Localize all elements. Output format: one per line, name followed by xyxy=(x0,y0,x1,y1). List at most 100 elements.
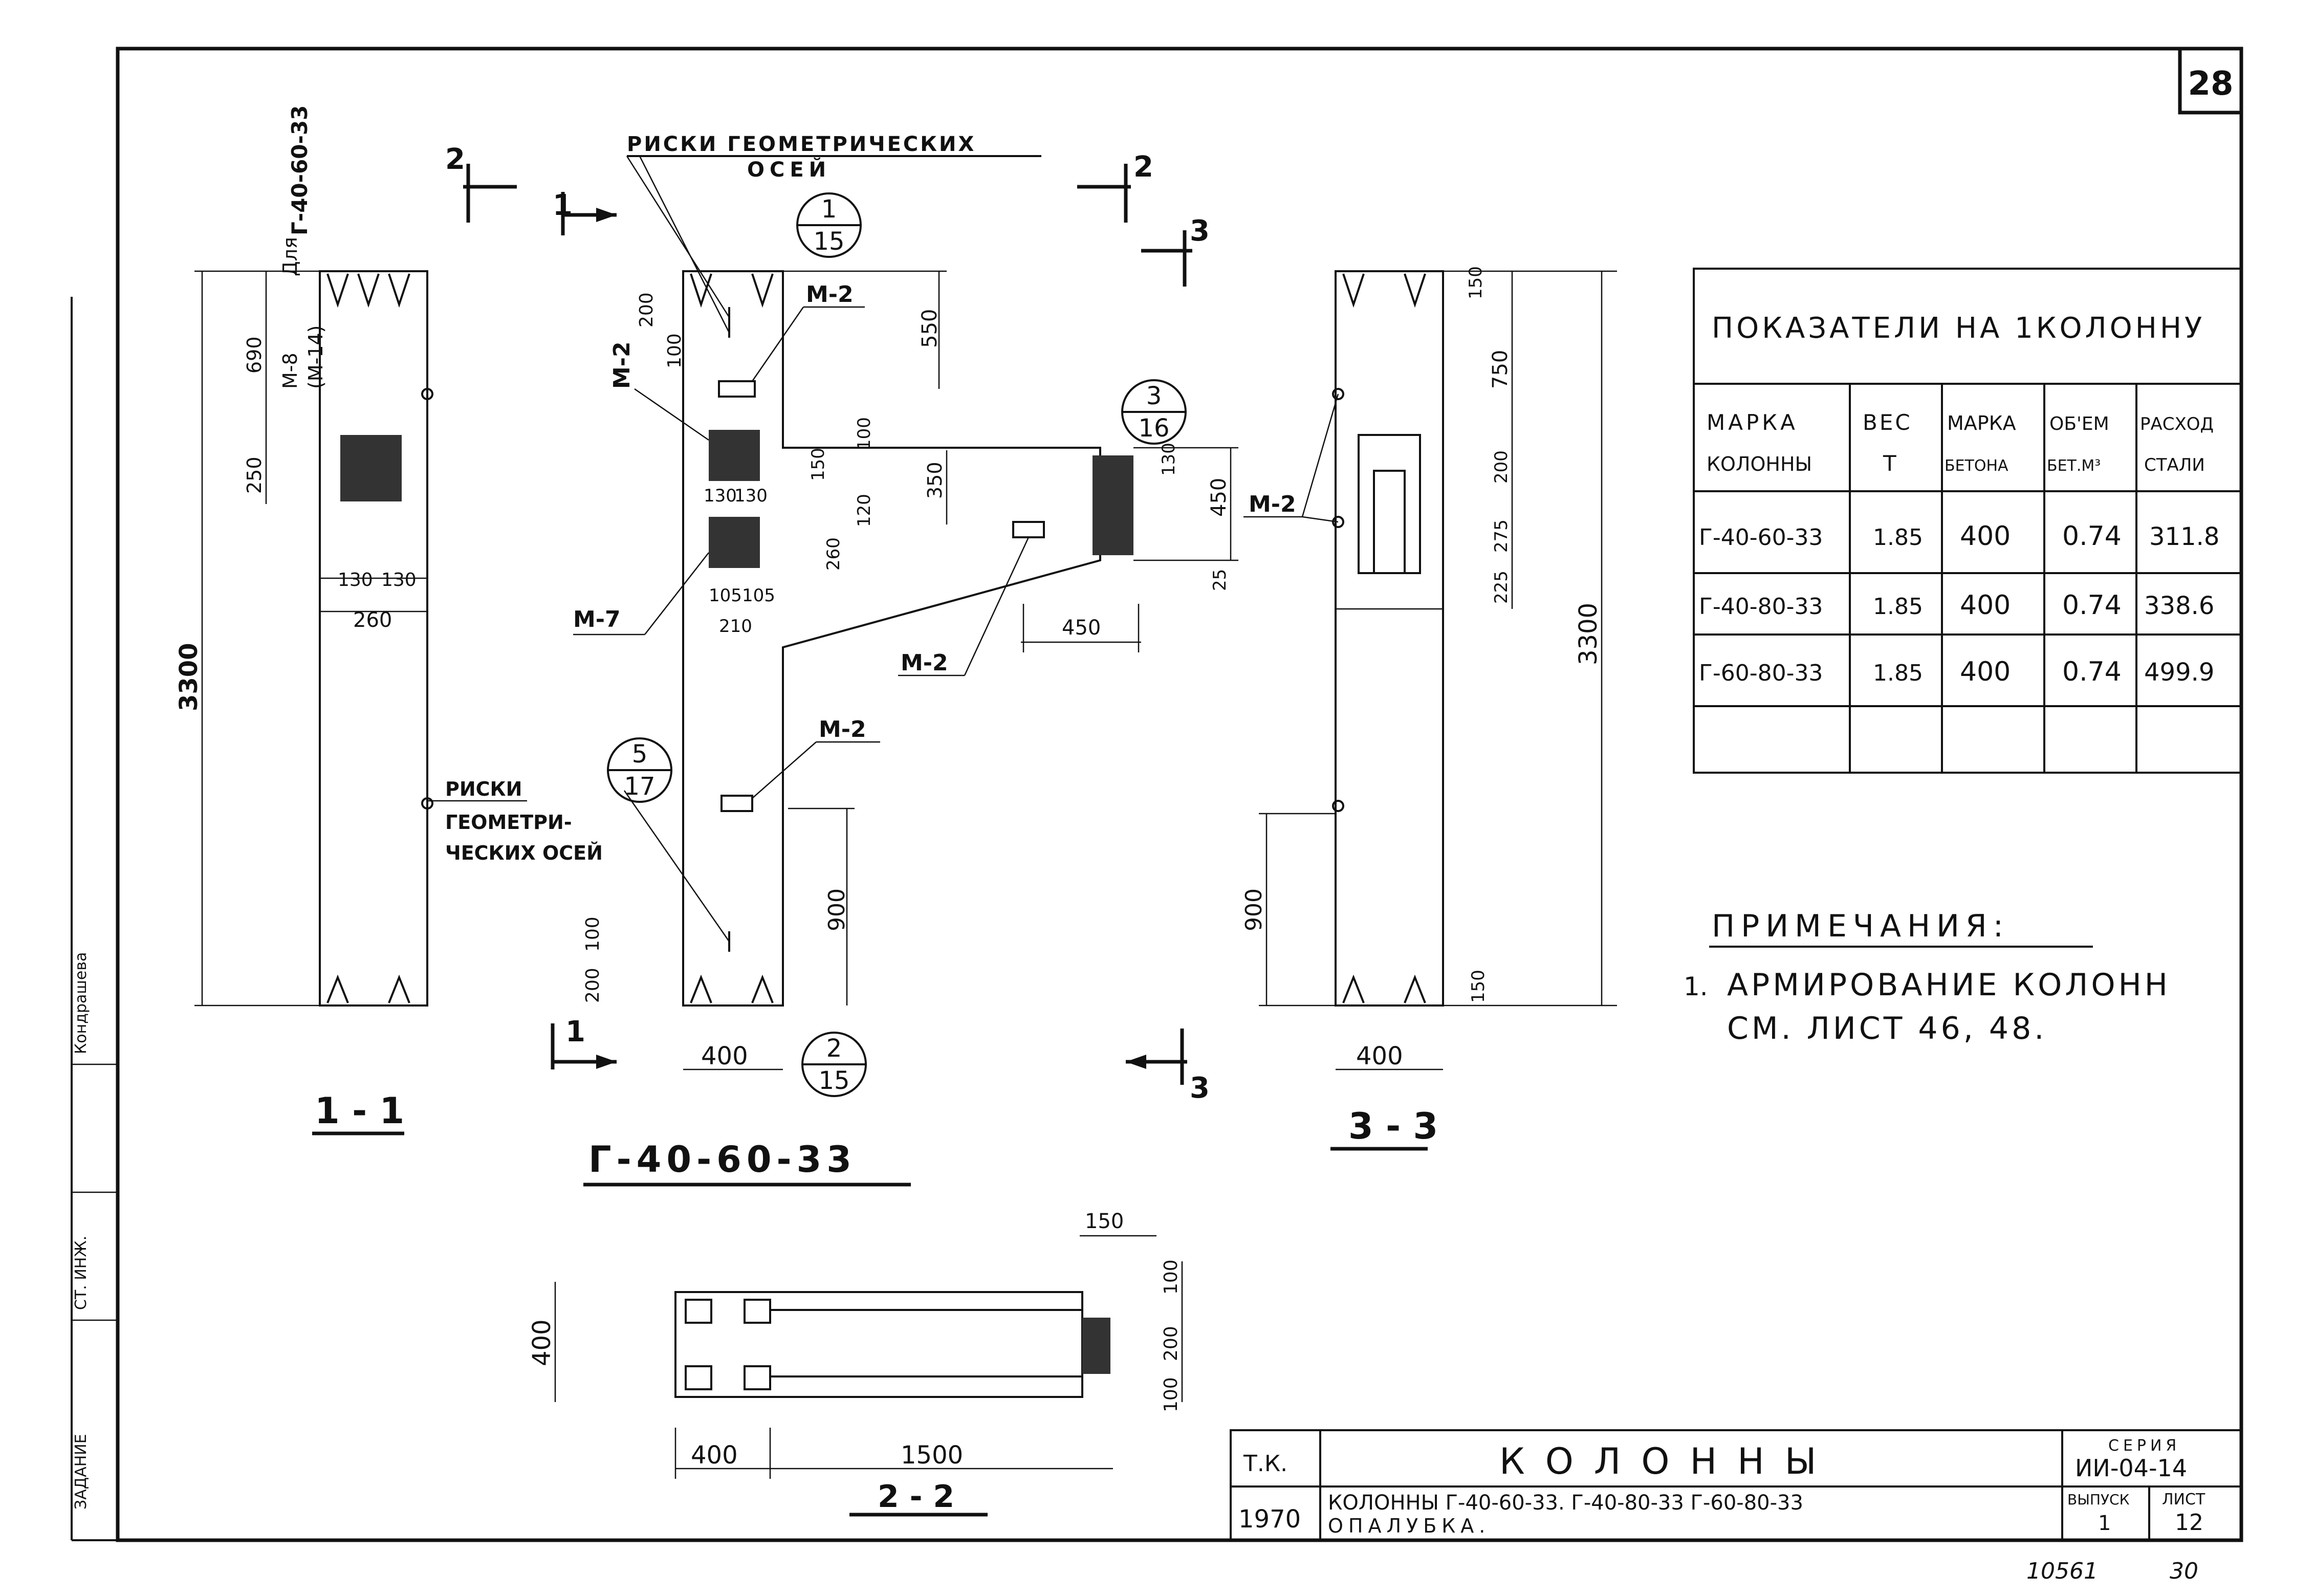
dim-200-c: 200 xyxy=(1491,450,1512,484)
dim-100-e: 100 xyxy=(1161,1377,1182,1412)
section-mark-3-bottom: 3 xyxy=(1126,1029,1210,1105)
dim-450-b: 450 xyxy=(1062,616,1101,640)
dim-100-a: 100 xyxy=(664,333,685,368)
footer-archive-number: 10561 xyxy=(2026,1558,2098,1584)
dim-130-c: 130 xyxy=(704,486,737,506)
table-header-volume-2: БЕТ.М³ xyxy=(2047,457,2101,475)
table-cell-volume: 0.74 xyxy=(2062,657,2122,687)
stamp-assignment: ЗАДАНИЕ xyxy=(72,1434,90,1510)
callout-2-15: 2 15 xyxy=(801,1032,867,1097)
dim-750: 750 xyxy=(1489,350,1512,389)
dim-690: 690 xyxy=(243,336,266,374)
dim-100-d: 100 xyxy=(1161,1259,1182,1295)
svg-text:3: 3 xyxy=(1146,382,1162,410)
dim-275: 275 xyxy=(1491,519,1512,553)
notes-line-1: АРМИРОВАНИЕ КОЛОНН xyxy=(1727,967,2171,1003)
page-number: 28 xyxy=(2188,65,2233,103)
dim-105-b: 105 xyxy=(742,585,775,606)
indicators-table xyxy=(1693,268,2242,774)
table-row: Г-40-80-33 1.85 400 0.74 338.6 xyxy=(1699,590,2214,621)
title-block-sheet-label: ЛИСТ xyxy=(2162,1491,2205,1508)
dim-130-b: 130 xyxy=(381,570,417,591)
section-1-1-title: 1 - 1 xyxy=(315,1090,404,1132)
title-block-subtitle-2: ОПАЛУБКА. xyxy=(1328,1515,1490,1537)
callout-5-17: 5 17 xyxy=(607,737,672,803)
dim-1500: 1500 xyxy=(901,1441,963,1470)
svg-text:16: 16 xyxy=(1138,414,1169,443)
table-cell-volume: 0.74 xyxy=(2062,590,2122,621)
table-header-steel-1: РАСХОД xyxy=(2140,414,2214,434)
callout-3-16: 3 16 xyxy=(1121,379,1187,445)
section-2-2-view xyxy=(674,1291,1110,1398)
table-cell-steel: 311.8 xyxy=(2149,522,2219,551)
svg-text:1: 1 xyxy=(565,1015,585,1048)
dim-260-b: 260 xyxy=(823,537,844,571)
svg-text:15: 15 xyxy=(818,1066,849,1095)
notes-line-2: СМ. ЛИСТ 46, 48. xyxy=(1727,1011,2047,1046)
svg-text:2: 2 xyxy=(826,1034,842,1063)
label-side-prefix: Для xyxy=(279,237,301,276)
label-m2-c: М-2 xyxy=(901,650,948,676)
table-header-grade-2: БЕТОНА xyxy=(1945,457,2008,475)
section-3-3-view xyxy=(1332,270,1444,1007)
dim-350: 350 xyxy=(924,462,946,499)
main-view-title: Г-40-60-33 xyxy=(588,1139,857,1180)
table-cell-grade: 400 xyxy=(1960,590,2011,621)
svg-text:3: 3 xyxy=(1190,214,1210,248)
table-header-mark-2: КОЛОННЫ xyxy=(1707,453,1812,475)
stamp-engineer: СТ. ИНЖ. xyxy=(72,1236,90,1310)
sheet-frame xyxy=(116,47,2243,1542)
title-block-year: 1970 xyxy=(1238,1505,1301,1534)
dim-150-d: 150 xyxy=(1085,1210,1124,1233)
table-cell-steel: 338.6 xyxy=(2144,592,2214,620)
title-block-issue-value: 1 xyxy=(2098,1512,2111,1535)
dim-400-b: 400 xyxy=(1356,1042,1403,1070)
label-m2-a: М-2 xyxy=(806,281,854,308)
dim-100-b: 100 xyxy=(854,417,875,450)
dim-400-d: 400 xyxy=(691,1441,738,1470)
table-header-steel-2: СТАЛИ xyxy=(2144,455,2205,475)
label-risks-mid-3: ЧЕСКИХ ОСЕЙ xyxy=(445,842,603,864)
notes-item-number: 1. xyxy=(1684,972,1708,1001)
section-2-2-title: 2 - 2 xyxy=(878,1479,954,1515)
label-risks-mid-2: ГЕОМЕТРИ- xyxy=(445,811,572,834)
table-cell-mark: Г-60-80-33 xyxy=(1699,660,1823,686)
section-1-1-view xyxy=(319,270,433,1007)
dim-150-c: 150 xyxy=(1468,970,1489,1003)
table-header-weight-1: ВЕС xyxy=(1863,410,1912,435)
section-mark-1-top: 1 xyxy=(553,189,617,235)
label-side-mark: Г-40-60-33 xyxy=(287,105,312,235)
dim-150-b: 150 xyxy=(1466,266,1486,299)
dim-120: 120 xyxy=(854,494,875,527)
dim-130-a: 130 xyxy=(338,570,373,591)
title-block-issue-label: ВЫПУСК xyxy=(2067,1491,2130,1508)
table-title: ПОКАЗАТЕЛИ НА 1КОЛОННУ xyxy=(1712,312,2205,345)
label-m2-d: М-2 xyxy=(819,716,866,742)
main-column-view xyxy=(682,270,1133,1007)
table-cell-grade: 400 xyxy=(1960,521,2011,552)
dim-200-d: 200 xyxy=(1161,1326,1182,1361)
table-cell-volume: 0.74 xyxy=(2062,521,2122,552)
dim-25: 25 xyxy=(1210,569,1230,591)
svg-text:3: 3 xyxy=(1190,1072,1210,1105)
notes-title: ПРИМЕЧАНИЯ: xyxy=(1712,908,2010,944)
table-header-volume-1: ОБ'ЕМ xyxy=(2049,413,2109,434)
svg-text:15: 15 xyxy=(813,227,844,256)
dim-100-c: 100 xyxy=(582,916,603,952)
svg-text:2: 2 xyxy=(445,143,465,176)
dim-200-a: 200 xyxy=(636,292,657,327)
dim-3300-right: 3300 xyxy=(1574,603,1603,665)
label-m8: М-8 xyxy=(279,353,301,389)
dim-550: 550 xyxy=(918,309,942,348)
dim-210: 210 xyxy=(719,616,752,637)
title-block-series-value: ИИ-04-14 xyxy=(2075,1454,2187,1482)
table-cell-mark: Г-40-60-33 xyxy=(1699,524,1823,551)
table-cell-grade: 400 xyxy=(1960,657,2011,687)
dim-200-b: 200 xyxy=(582,968,603,1003)
title-block-subtitle-1: КОЛОННЫ Г-40-60-33. Г-40-80-33 Г-60-80-3… xyxy=(1328,1491,1803,1515)
table-row: Г-60-80-33 1.85 400 0.74 499.9 xyxy=(1699,657,2214,687)
label-risks-top-1: РИСКИ ГЕОМЕТРИЧЕСКИХ xyxy=(627,133,976,156)
table-header-mark-1: МАРКА xyxy=(1707,410,1798,435)
svg-text:1: 1 xyxy=(821,195,837,224)
